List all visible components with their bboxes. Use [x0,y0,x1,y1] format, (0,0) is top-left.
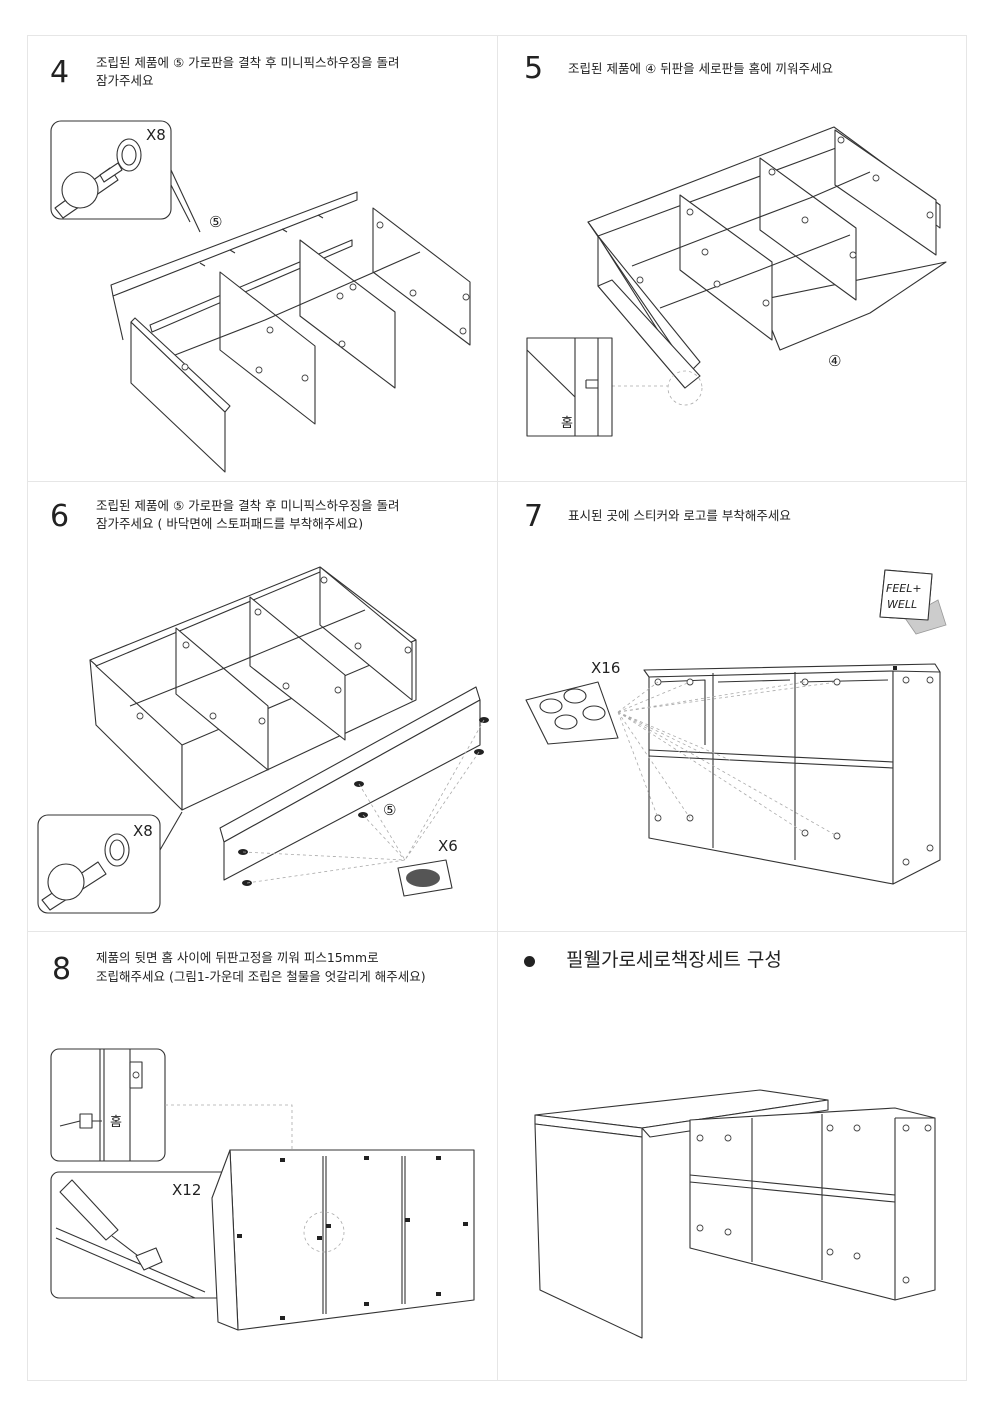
sticker-sheet [525,681,619,745]
set-illustration [534,1089,936,1339]
step-7-illustration: X16 FEEL+ WELL [525,569,947,885]
step-6-text-line2: 잠가주세요 ( 바닥면에 스토퍼패드를 부착해주세요) [96,516,364,531]
step-4-illustration: X8 ⑤ [50,120,471,473]
step-6-text-line1: 조립된 제품에 ⑤ 가로판을 결착 후 미니픽스하우징을 돌려 [96,498,400,513]
step-8-qty: X12 [172,1181,201,1199]
step-7-number: 7 [524,499,544,534]
column-divider [497,35,498,1381]
bullet-icon [524,956,535,967]
minifix-cam-icon-2 [41,833,130,911]
step-6-part-label: ⑤ [383,801,396,819]
step-4-number: 4 [50,55,70,90]
divider-left [219,271,316,425]
step-5-detail-label: 홈 [561,416,573,431]
set-title: 필웰가로세로책장세트 구성 [566,949,782,971]
step-8-text-line1: 제품의 뒷면 홈 사이에 뒤판고정을 끼워 피스15mm로 [96,950,379,965]
divider-right [372,207,471,346]
step-6-pad-qty: X6 [438,837,458,855]
step-4-part-label: ⑤ [209,213,222,231]
step-8-illustration: 홈 X12 [50,1048,475,1331]
row-divider-2 [27,931,967,932]
step-4-text-line1: 조립된 제품에 ⑤ 가로판을 결착 후 미니픽스하우징을 돌려 [96,55,400,70]
logo-text-line1: FEEL+ [886,582,922,595]
step-5-text-line1: 조립된 제품에 ④ 뒤판을 세로판들 홈에 끼워주세요 [568,61,834,76]
step-5-number: 5 [524,51,544,86]
step-8-number: 8 [52,952,72,987]
step-7-qty: X16 [591,659,620,677]
bookcase-set [689,1107,936,1301]
step-5-part-label: ④ [828,352,841,370]
step-4-text-line2: 잠가주세요 [96,73,154,88]
step-5-illustration: ④ 홈 [526,126,947,437]
top-rail [110,191,358,297]
bookcase-back [229,1149,475,1331]
back-panel [759,261,947,351]
minifix-cam-icon [54,138,142,219]
desk-leg [534,1123,643,1339]
screwdriver-icon [59,1179,119,1241]
groove-inset-2 [50,1048,166,1162]
step-8-detail-label: 홈 [110,1115,122,1130]
step-6-number: 6 [50,499,70,534]
step-8-text-line2: 조립해주세요 (그림1-가운데 조립은 철물을 엇갈리게 해주세요) [96,969,426,984]
row-divider-1 [27,481,967,482]
step-6-illustration: ⑤ X6 X8 [37,566,489,914]
step-6-qty: X8 [133,822,153,840]
logo-text-line2: WELL [887,598,917,611]
inset-pointer [170,169,201,233]
step-4-qty: X8 [146,126,166,144]
step-7-text-line1: 표시된 곳에 스티커와 로고를 부착해주세요 [568,508,791,523]
divider-mid [299,239,396,389]
